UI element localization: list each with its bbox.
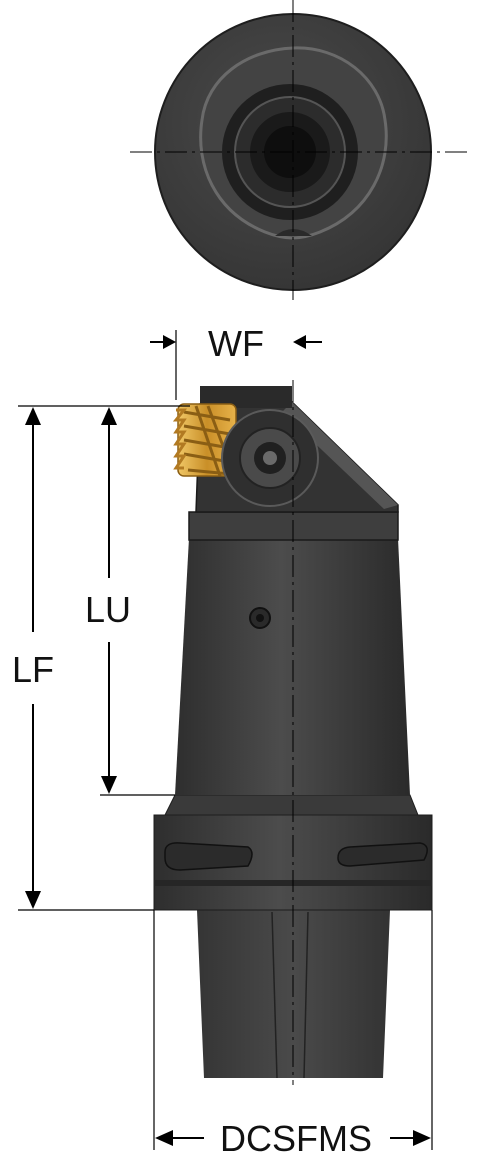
cutter-head-top xyxy=(200,386,292,408)
body-screw-inner xyxy=(256,614,264,622)
end-view xyxy=(130,0,470,300)
end-view-bottom-notch xyxy=(275,229,312,236)
shank-keyway-right xyxy=(303,911,309,1079)
dimensions xyxy=(18,330,433,1150)
dcsfms-arrow-left xyxy=(155,1130,173,1146)
cutter-head-chamfer xyxy=(282,402,398,509)
collar xyxy=(164,794,419,816)
lf-arrow-top xyxy=(25,407,41,425)
lf-label: LF xyxy=(12,649,54,690)
lu-label: LU xyxy=(85,589,131,630)
dcsfms-arrow-right xyxy=(413,1130,431,1146)
wf-label: WF xyxy=(208,323,264,364)
insert-teeth xyxy=(183,405,234,477)
dcsfms-label: DCSFMS xyxy=(220,1118,372,1159)
flange-slot-left xyxy=(164,842,253,871)
wf-arrow-left-head xyxy=(163,335,176,349)
shank-keyway-left xyxy=(271,911,278,1079)
wf-arrow-right-head xyxy=(293,335,306,349)
flange-slot-right xyxy=(337,842,428,867)
clamp-socket xyxy=(263,451,277,465)
lu-arrow-top xyxy=(101,407,117,425)
side-view xyxy=(153,380,433,1085)
insert-edge xyxy=(172,408,188,470)
lf-arrow-bottom xyxy=(25,891,41,909)
lu-arrow-bottom xyxy=(101,776,117,794)
